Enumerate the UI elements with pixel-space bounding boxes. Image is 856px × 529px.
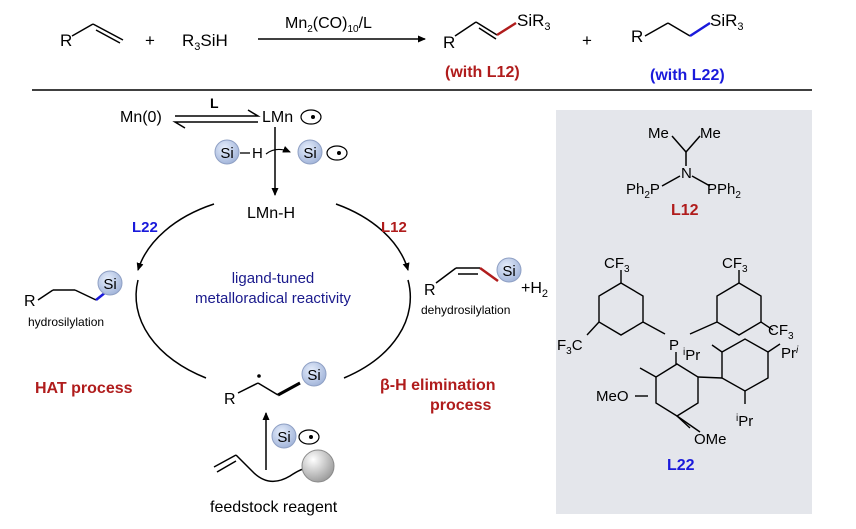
cycle-arc-top-left (136, 203, 215, 271)
mn0-label: Mn(0) (120, 109, 162, 126)
p-label: P (669, 337, 679, 354)
si-ball-icon (496, 257, 522, 283)
cf3-left: F3C (557, 337, 583, 357)
ome-left-label: MeO (596, 388, 629, 405)
with-l22-label: (with L22) (650, 67, 725, 84)
alkene-r-label: R (60, 31, 72, 50)
si-right-label: Si (303, 145, 316, 162)
center-label-line1: ligand-tuned (232, 270, 315, 287)
hydrosilylation-label: hydrosilylation (28, 315, 104, 329)
solid-support-ball-icon (301, 449, 335, 483)
hydro-r-label: R (24, 293, 36, 310)
catalyst-label: Mn2(CO)10/L (285, 15, 372, 35)
cycle-arc-bottom-left (135, 279, 207, 379)
l12-me-left: Me (648, 125, 669, 142)
hat-process-label: HAT process (35, 380, 133, 397)
branch-l22-label: L22 (132, 219, 158, 236)
cycle-arc-top-right (335, 203, 410, 271)
l12-structure (661, 135, 711, 187)
si-ball-icon (97, 270, 123, 296)
radical-si-label: Si (307, 367, 320, 384)
feedstock-alkene-structure (213, 454, 309, 482)
equilibrium-forward-arrow (175, 109, 261, 117)
feedstock-label: feedstock reagent (210, 499, 338, 516)
cf3-top-left: CF3 (604, 255, 630, 275)
ligand-label: L (210, 95, 219, 111)
lmnh-label: LMn-H (247, 205, 295, 222)
cf3-right: CF3 (768, 322, 794, 342)
si-ball-icon (297, 139, 323, 165)
radical-orbital-icon (300, 109, 322, 125)
product1-r-label: R (443, 33, 455, 52)
radical-r-label: R (224, 391, 236, 408)
radical-orbital-icon (326, 145, 348, 161)
beta-h-label-line1: β-H elimination (380, 377, 496, 394)
curved-arrow (265, 146, 291, 155)
dehydro-r-label: R (424, 282, 436, 299)
l12-right-phosphine: PPh2 (707, 181, 741, 201)
equilibrium-reverse-arrow (172, 121, 258, 129)
h-label: H (252, 145, 263, 162)
center-label-line2: metalloradical reactivity (195, 290, 351, 307)
dehydro-h2-label: +H2 (521, 280, 548, 300)
cycle-arc-bottom-right (343, 279, 412, 379)
branch-l12-label: L12 (381, 219, 407, 236)
ligand-panel: Me Me N Ph2P PPh2 L12 (556, 110, 812, 514)
alkene-structure (71, 23, 124, 44)
product2-sir3-label: SiR3 (710, 11, 744, 33)
ome-bottom-label: OMe (694, 431, 727, 448)
si-ball-icon (214, 139, 240, 165)
plus-sign-2: + (582, 31, 592, 50)
catalytic-cycle: Mn(0) L LMn Si H Si LMn-H L22 L12 ligand… (24, 95, 548, 516)
radical-orbital-icon (298, 429, 320, 445)
cf3-top-right: CF3 (722, 255, 748, 275)
l12-me-right: Me (700, 125, 721, 142)
alkylsilane-structure (644, 21, 711, 38)
radical-intermediate-structure (237, 381, 301, 397)
beta-h-label-line2: process (430, 397, 491, 414)
l12-left-phosphine: Ph2P (626, 181, 660, 201)
hydrosilylation-structure (37, 289, 107, 301)
dehydro-si-label: Si (502, 263, 515, 280)
product1-sir3-label: SiR3 (517, 11, 551, 33)
l22-structure (586, 270, 781, 433)
vinylsilane-structure (454, 21, 517, 40)
dehydrosilylation-label: dehydrosilylation (421, 303, 510, 317)
si-ball-icon (301, 361, 327, 387)
l22-name: L22 (667, 457, 695, 474)
radical-dot-icon (257, 374, 261, 378)
lmn-radical-label: LMn (262, 109, 293, 126)
ipr-top-label: iPr (683, 347, 700, 364)
dehydrosilylation-structure (435, 266, 499, 284)
ipr-bottom-label: iPr (736, 413, 753, 430)
equation: R + R3SiH Mn2(CO)10/L R SiR3 + (with L12… (60, 11, 744, 84)
product2-r-label: R (631, 27, 643, 46)
silane-label: R3SiH (182, 31, 228, 53)
hydro-si-label: Si (103, 276, 116, 293)
l12-n-label: N (681, 165, 692, 182)
feed-si-label: Si (277, 429, 290, 446)
plus-sign: + (145, 31, 155, 50)
with-l12-label: (with L12) (445, 64, 520, 81)
pri-right-label: Pri (781, 345, 799, 362)
si-left-label: Si (220, 145, 233, 162)
si-ball-icon (271, 423, 297, 449)
l12-name: L12 (671, 202, 699, 219)
